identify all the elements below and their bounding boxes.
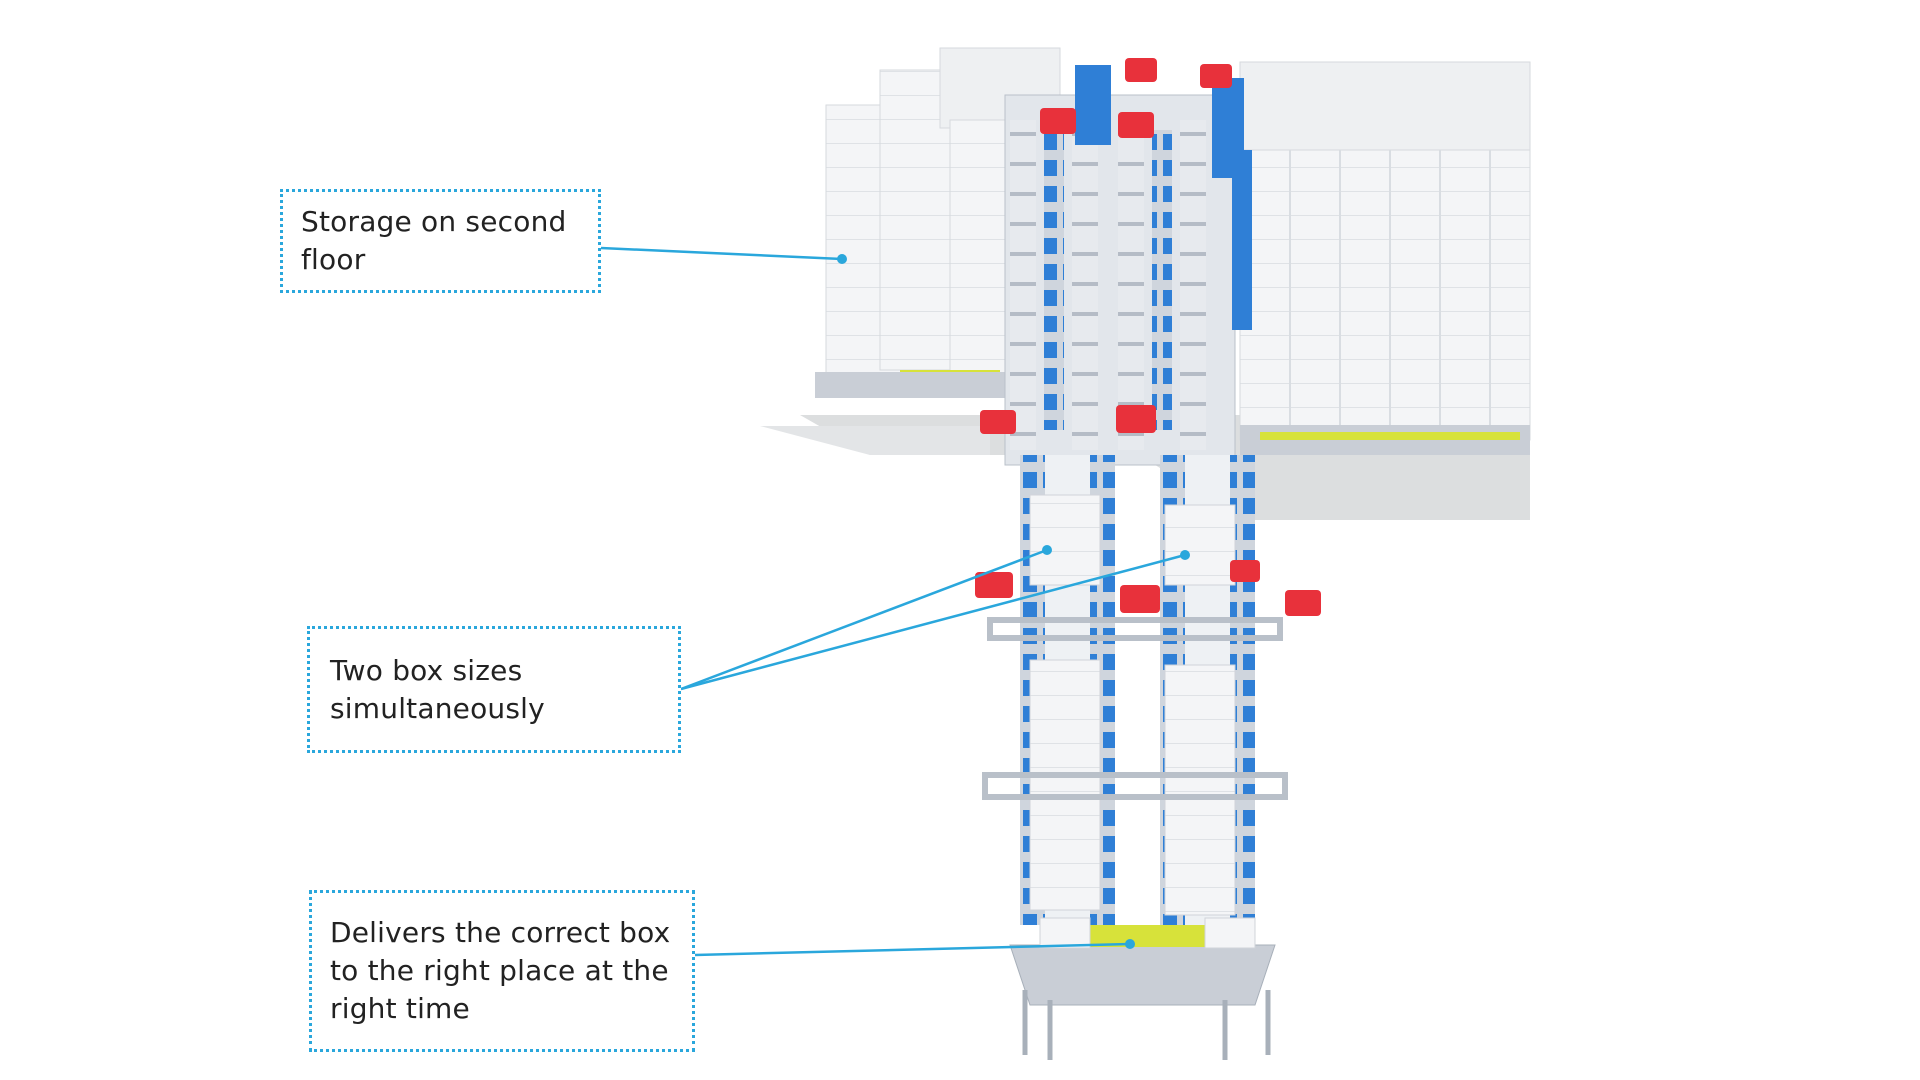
callout-box-sizes: Two box sizes simultaneously bbox=[307, 626, 681, 753]
callout-storage: Storage on second floor bbox=[280, 189, 601, 293]
callout-delivery-text: Delivers the correct box to the right pl… bbox=[330, 916, 671, 1025]
callout-delivery: Delivers the correct box to the right pl… bbox=[309, 890, 695, 1052]
storage-racks-right bbox=[1239, 61, 1531, 455]
connector-box-size-1 bbox=[680, 548, 1048, 691]
callout-storage-text: Storage on second floor bbox=[301, 205, 567, 276]
connector-dot-box-1 bbox=[1042, 545, 1052, 555]
connector-delivery bbox=[694, 942, 1131, 957]
connector-storage bbox=[600, 246, 843, 261]
connector-box-size-2 bbox=[680, 553, 1186, 691]
callout-box-sizes-text: Two box sizes simultaneously bbox=[330, 653, 545, 725]
connector-dot-storage bbox=[837, 254, 847, 264]
upper-lift-tower bbox=[980, 58, 1252, 466]
connector-dot-box-2 bbox=[1180, 550, 1190, 560]
vertical-lift-shaft bbox=[975, 455, 1321, 925]
callout-connectors bbox=[600, 246, 1186, 957]
delivery-station bbox=[1009, 917, 1276, 1060]
connector-dot-delivery bbox=[1125, 939, 1135, 949]
